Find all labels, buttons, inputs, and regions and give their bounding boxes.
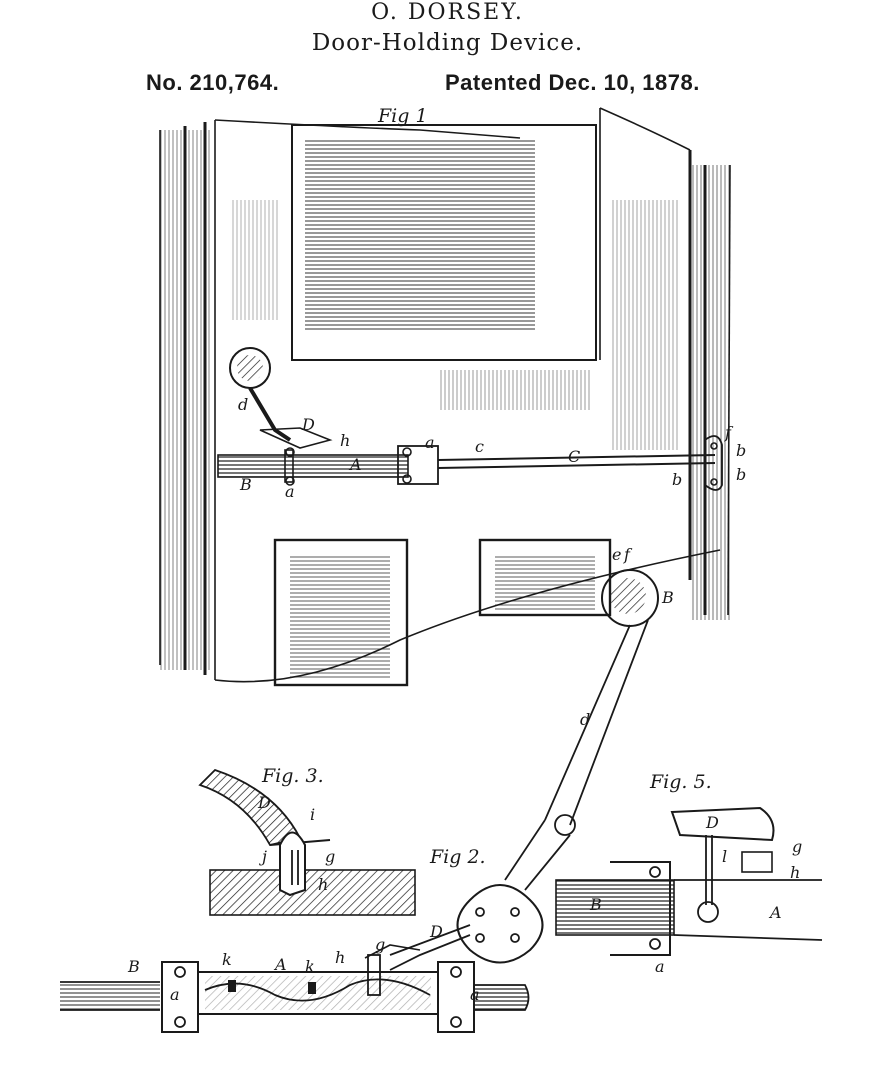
fig2-bolt — [60, 944, 530, 1033]
ref-letter-B2: B — [661, 588, 674, 607]
ref-letter-A: A — [348, 455, 362, 474]
ref-letter-g3: g — [792, 837, 802, 856]
ref-letter-b3: b — [736, 465, 746, 484]
ref-letter-h2: h — [335, 948, 345, 967]
fig3-label: Fig. 3. — [261, 765, 324, 787]
ref-letter-h4: h — [790, 863, 800, 882]
ref-letter-a: a — [425, 433, 435, 452]
ref-letter-b2: b — [672, 470, 682, 489]
ref-letter-i: i — [310, 805, 315, 824]
ref-letter-d: d — [238, 395, 248, 414]
ref-letter-a2: a — [285, 482, 295, 501]
ref-letter-e: e — [612, 545, 621, 564]
ref-letter-l: l — [722, 847, 727, 866]
fig5-detail — [555, 806, 823, 956]
ref-letter-B3: B — [127, 957, 140, 976]
ref-letter-c: c — [475, 437, 484, 456]
ref-letter-D3: D — [257, 793, 271, 812]
ref-letter-d2: d — [580, 710, 590, 729]
ref-letter-a4: a — [470, 985, 480, 1004]
ref-letter-B4: B — [589, 895, 602, 914]
ref-letter-k2: k — [222, 950, 232, 969]
ref-letter-h3: h — [318, 875, 328, 894]
fig3-detail — [198, 768, 416, 916]
ref-letter-B: B — [239, 475, 252, 494]
ref-letter-f2: f — [623, 545, 633, 564]
ref-letter-k: k — [305, 957, 315, 976]
patent-number: No. 210,764. — [146, 70, 280, 95]
fig2-label: Fig 2. — [429, 846, 486, 868]
fig1-label: Fig 1 — [377, 105, 428, 127]
ref-letter-f: f — [724, 423, 734, 442]
ref-letter-D4: D — [705, 813, 719, 832]
ref-letter-a3: a — [170, 985, 180, 1004]
ref-letter-D: D — [301, 415, 315, 434]
fig1-door — [159, 107, 731, 687]
arm-linkage — [389, 569, 659, 971]
ref-letter-C: C — [568, 447, 580, 466]
ref-letter-A2: A — [273, 955, 287, 974]
patent-date: Patented Dec. 10, 1878. — [445, 70, 700, 95]
fig5-label: Fig. 5. — [649, 771, 712, 793]
ref-letter-A3: A — [768, 903, 782, 922]
patent-title: Door-Holding Device. — [311, 30, 584, 56]
ref-letter-g: g — [375, 935, 385, 954]
ref-letter-a5: a — [655, 957, 665, 976]
ref-letter-b: b — [736, 441, 746, 460]
inventor-name: O. DORSEY. — [371, 0, 524, 25]
ref-letter-D2: D — [429, 922, 443, 941]
ref-letter-j: j — [259, 847, 267, 866]
ref-letter-g2: g — [325, 847, 335, 866]
ref-letter-h: h — [340, 431, 350, 450]
